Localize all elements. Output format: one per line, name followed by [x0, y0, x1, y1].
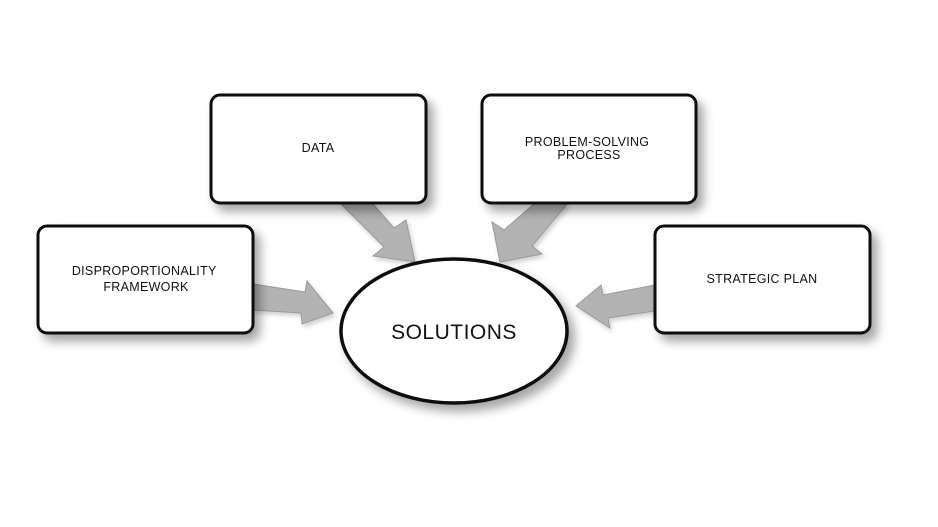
box-data-line-1: DATA	[302, 141, 335, 155]
box-data-label: DATA	[302, 141, 335, 155]
box-disproportionality-line-1: DISPROPORTIONALITY	[72, 264, 217, 278]
arrow-problem-solving-to-solutions	[491, 202, 570, 263]
box-problem-solving-label: PROBLEM-SOLVING PROCESS	[525, 135, 653, 162]
box-strategic-plan-line-1: STRATEGIC PLAN	[707, 272, 818, 286]
box-disproportionality: DISPROPORTIONALITY FRAMEWORK	[36, 224, 255, 335]
box-data-shape	[209, 93, 428, 205]
box-data: DATA	[209, 93, 428, 205]
arrow-disproportionality-to-solutions	[252, 279, 334, 325]
arrow-strategic-plan-to-solutions	[575, 284, 656, 330]
box-disproportionality-line-2: FRAMEWORK	[103, 280, 189, 294]
solutions-circle	[339, 257, 569, 405]
solutions-label: SOLUTIONS	[391, 321, 517, 344]
box-strategic-plan: STRATEGIC PLAN	[653, 224, 872, 335]
box-problem-solving: PROBLEM-SOLVING PROCESS	[480, 93, 698, 205]
arrow-data-to-solutions	[338, 202, 416, 263]
box-disproportionality-shape	[36, 224, 255, 335]
arrows	[252, 202, 656, 330]
box-strategic-plan-label: STRATEGIC PLAN	[707, 272, 818, 286]
solutions-node: SOLUTIONS	[339, 257, 569, 405]
box-disproportionality-label: DISPROPORTIONALITY FRAMEWORK	[72, 264, 220, 294]
box-problem-solving-shape	[480, 93, 698, 205]
box-problem-solving-line-2: PROCESS	[557, 148, 620, 162]
box-problem-solving-line-1: PROBLEM-SOLVING	[525, 135, 649, 149]
box-strategic-plan-shape	[653, 224, 872, 335]
